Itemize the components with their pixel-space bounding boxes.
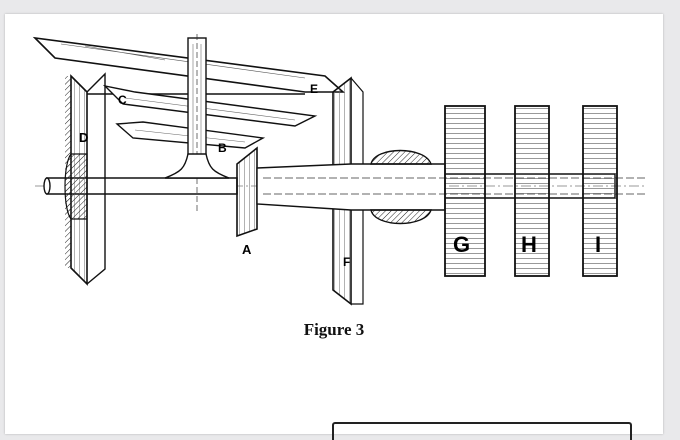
disc-g	[444, 105, 486, 277]
plate-c	[102, 84, 318, 127]
figure-caption: Figure 3	[303, 320, 365, 339]
label-f: F	[343, 255, 350, 269]
bearing-lower	[370, 209, 432, 225]
label-d: D	[79, 130, 88, 145]
bevel-a	[236, 146, 258, 238]
gear-train-diagram: A B C D E F G H I	[32, 34, 645, 306]
label-c: C	[118, 93, 127, 107]
disc-h	[514, 105, 550, 277]
answer-box[interactable]	[332, 422, 632, 440]
figure-page: A B C D E F G H I Figure 3	[5, 14, 663, 440]
label-e: E	[310, 82, 318, 96]
disc-i	[582, 105, 618, 277]
bearing-upper	[370, 149, 432, 165]
label-b: B	[218, 141, 227, 155]
label-g: G	[453, 232, 470, 257]
label-i: I	[595, 232, 601, 257]
label-a: A	[242, 242, 252, 257]
label-h: H	[521, 232, 537, 257]
vertical-spindle	[164, 34, 230, 214]
